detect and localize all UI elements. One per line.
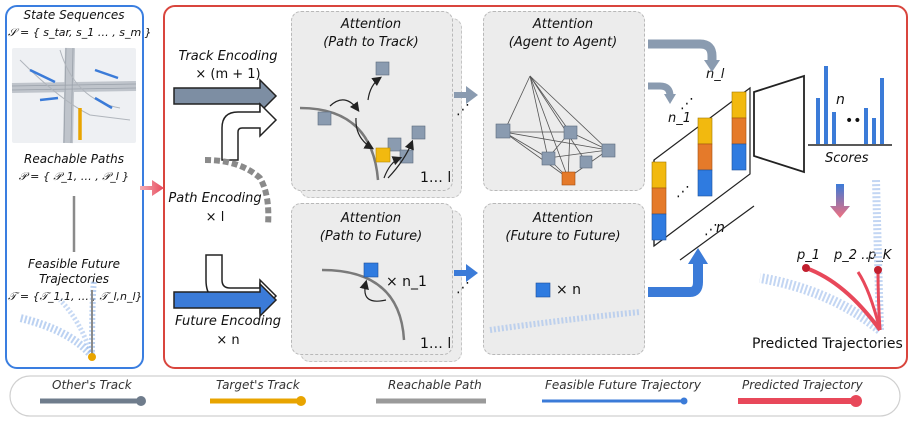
legend-label-feasible-future: Feasible Future Trajectory <box>545 378 701 392</box>
attention-agent-box <box>483 11 645 191</box>
legend-label-predicted: Predicted Trajectory <box>742 378 863 392</box>
path-encoding-dotted-line <box>204 157 272 226</box>
path-encoding-label: Path Encoding <box>168 191 262 206</box>
track-encoding-label: Track Encoding <box>178 49 278 64</box>
attention-path-future-box <box>291 203 453 355</box>
paths-title: Reachable Paths <box>24 152 124 166</box>
transition-arrow <box>140 180 164 196</box>
scores-label: Scores <box>825 151 869 166</box>
legend-swatches <box>40 395 862 407</box>
paths-formula: 𝒫 = { 𝒫_1, … , 𝒫_l } <box>18 170 130 183</box>
svg-text:⋰: ⋰ <box>704 222 718 238</box>
predicted-label: Predicted Trajectories <box>752 336 903 352</box>
agent-nodes <box>495 123 616 169</box>
state-title: State Sequences <box>23 8 125 22</box>
attention-path-track-box <box>291 11 453 191</box>
target-agent-node <box>561 171 576 186</box>
road-map-image <box>11 47 137 144</box>
future-encoding-arrow <box>173 282 278 318</box>
scores-dots: •• <box>845 113 862 129</box>
future-future-title: Attention <box>532 211 594 226</box>
svg-text:⋰: ⋰ <box>676 184 690 200</box>
agent-title: Attention <box>532 17 594 32</box>
legend-label-target-track: Target's Track <box>216 378 300 392</box>
future-formula: 𝒯 = {𝒯_1,1, … , 𝒯_l,n_l} <box>8 290 143 303</box>
legend-label-reachable-path: Reachable Path <box>388 378 482 392</box>
future-encoding-label: Future Encoding <box>175 314 281 329</box>
n-bottom-label: n <box>716 220 725 236</box>
feasible-trajectories-image <box>19 279 97 361</box>
p2-label: p_2 … <box>834 248 875 263</box>
path-track-diagram <box>299 61 426 181</box>
svg-text:⋰: ⋰ <box>680 96 694 112</box>
agent-subtitle: (Agent to Agent) <box>508 35 618 50</box>
legend-label-others-track: Other's Track <box>52 378 132 392</box>
path-encoding-mult: × l <box>205 210 225 225</box>
svg-text:⋰: ⋰ <box>456 280 470 296</box>
pK-label: p_K <box>868 248 892 263</box>
path-future-mult: × n_1 <box>386 274 427 290</box>
track-encoding-curve-arrow <box>221 102 278 161</box>
agent-to-tensor-arrow-1 <box>648 39 717 64</box>
feature-tensor: ⋰ ⋰ ⋰ <box>651 86 755 261</box>
path-track-title: Attention <box>340 17 402 32</box>
path-track-subtitle: (Path to Track) <box>323 35 419 50</box>
scores-bars <box>808 66 892 146</box>
future-to-tensor-arrow <box>648 262 703 297</box>
p1-label: p_1 <box>797 248 821 263</box>
future-future-mult: × n <box>556 282 582 298</box>
path-future-title: Attention <box>340 211 402 226</box>
fc-layers-block <box>753 74 805 174</box>
svg-text:⋰: ⋰ <box>456 102 470 118</box>
agent-graph <box>503 75 609 179</box>
track-encoding-arrow <box>173 78 278 114</box>
path-future-diagram <box>321 262 406 341</box>
n-l-label: n_l <box>706 67 725 82</box>
n-1-label: n_1 <box>668 111 692 126</box>
right-panel <box>163 5 908 369</box>
track-encoding-mult: × (m + 1) <box>195 67 261 82</box>
future-cube <box>535 282 551 298</box>
selection-arrow <box>830 184 850 218</box>
scores-n: n <box>836 92 845 108</box>
path-track-count: 1… l <box>420 170 452 186</box>
future-future-subtitle: (Future to Future) <box>505 229 621 244</box>
state-formula: 𝒮 = { s_tar, s_1 … , s_m } <box>8 26 152 39</box>
future-scatter <box>489 309 641 333</box>
predicted-trajectories-image <box>759 179 884 334</box>
path-future-count: 1… l <box>420 336 452 352</box>
future-encoding-mult: × n <box>216 333 240 348</box>
small-flow-arrows: ⋰ ⋰ <box>454 86 478 296</box>
future-title-line1: Feasible Future <box>27 257 121 271</box>
path-future-subtitle: (Path to Future) <box>319 229 423 244</box>
legend-box <box>9 375 901 417</box>
